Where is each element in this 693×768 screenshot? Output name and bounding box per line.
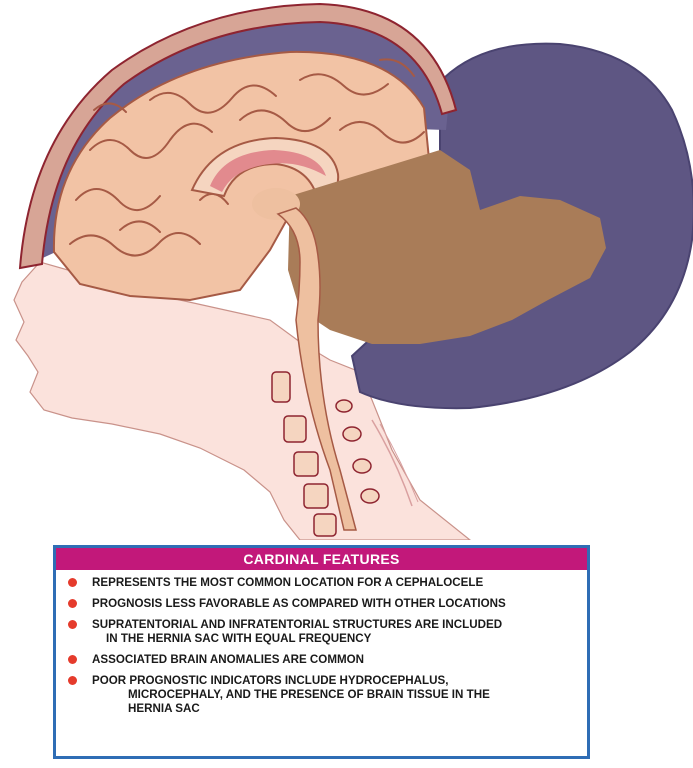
feature-text-continued: MICROCEPHALY, AND THE PRESENCE OF BRAIN …: [128, 688, 490, 701]
brainstem-and-spinal-cord: [276, 207, 357, 531]
feature-item: ASSOCIATED BRAIN ANOMALIES ARE COMMON: [68, 653, 579, 667]
feature-item: POOR PROGNOSTIC INDICATORS INCLUDE HYDRO…: [68, 674, 579, 716]
cervical-vertebrae: [271, 371, 337, 537]
lateral-ventricle: [210, 150, 326, 192]
bullet-icon: [68, 599, 77, 608]
cardinal-features-header: CARDINAL FEATURES: [56, 548, 587, 570]
feature-text: PROGNOSIS LESS FAVORABLE AS COMPARED WIT…: [92, 597, 506, 610]
vertebral-processes: [335, 399, 380, 504]
feature-text: POOR PROGNOSTIC INDICATORS INCLUDE HYDRO…: [92, 674, 449, 687]
skull: [18, 2, 458, 270]
feature-text: ASSOCIATED BRAIN ANOMALIES ARE COMMON: [92, 653, 365, 666]
bullet-icon: [68, 578, 77, 587]
features-list: REPRESENTS THE MOST COMMON LOCATION FOR …: [56, 570, 587, 716]
bullet-icon: [68, 620, 77, 629]
feature-item: SUPRATENTORIAL AND INFRATENTORIAL STRUCT…: [68, 618, 579, 646]
bullet-icon: [68, 676, 77, 685]
feature-text: REPRESENTS THE MOST COMMON LOCATION FOR …: [92, 576, 484, 589]
bullet-icon: [68, 655, 77, 664]
cerebrum: [52, 50, 434, 302]
occipital-cephalocele-illustration: [13, 2, 693, 540]
feature-item: REPRESENTS THE MOST COMMON LOCATION FOR …: [68, 576, 579, 590]
feature-text: SUPRATENTORIAL AND INFRATENTORIAL STRUCT…: [92, 618, 503, 631]
feature-text-continued: HERNIA SAC: [128, 702, 200, 715]
herniated-brain-tissue: [288, 150, 606, 344]
cardinal-features-box: CARDINAL FEATURES REPRESENTS THE MOST CO…: [53, 545, 590, 759]
feature-item: PROGNOSIS LESS FAVORABLE AS COMPARED WIT…: [68, 597, 579, 611]
neck-muscle-line: [371, 419, 413, 507]
feature-text-continued: IN THE HERNIA SAC WITH EQUAL FREQUENCY: [106, 632, 372, 645]
gyri-lines: [69, 58, 425, 257]
